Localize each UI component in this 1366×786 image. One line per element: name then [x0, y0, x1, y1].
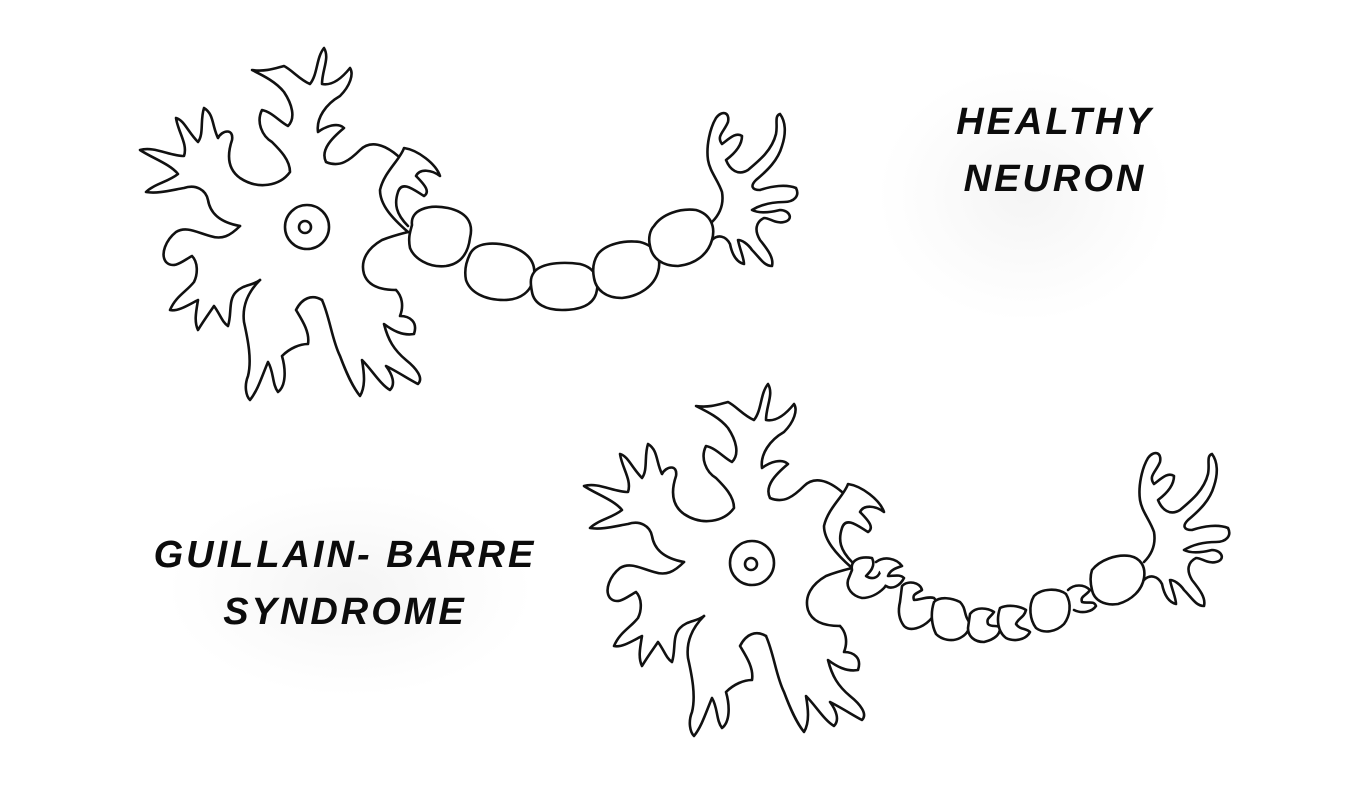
gbs-label-line2: SYNDROME — [223, 591, 467, 633]
healthy-label-backdrop — [880, 70, 1170, 320]
healthy-label-line2: NEURON — [963, 158, 1147, 200]
gbs-label-backdrop — [170, 485, 530, 695]
healthy-neuron-label: HEALTHY NEURON — [920, 94, 1190, 208]
gbs-neuron-cell-body — [582, 382, 886, 738]
gbs-label-line1: GUILLAIN- BARRE — [153, 534, 537, 576]
healthy-neuron-cell-body — [138, 46, 442, 402]
healthy-neuron-axon — [407, 111, 799, 312]
healthy-label-line1: HEALTHY — [956, 101, 1154, 143]
gbs-label: GUILLAIN- BARRE SYNDROME — [130, 527, 560, 641]
gbs-neuron-damaged-axon — [846, 451, 1231, 644]
